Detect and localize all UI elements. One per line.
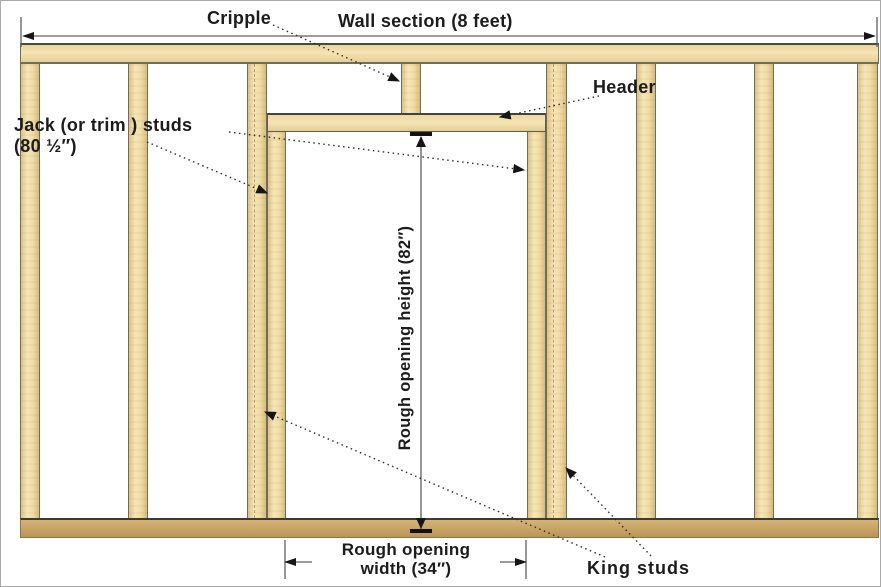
- king-stud-right: [546, 64, 567, 518]
- dimension-arrow-right: [864, 32, 876, 40]
- top-plate: [20, 43, 879, 64]
- rough-opening-height-label: Rough opening height (82″): [396, 225, 414, 451]
- wall-stud-left-end: [20, 64, 40, 518]
- wall-stud-right-end: [857, 64, 878, 518]
- jack-stud-right: [527, 132, 546, 518]
- wall-stud-2: [128, 64, 148, 518]
- header-beam: [267, 113, 546, 132]
- cripple-stud: [401, 64, 421, 113]
- jack-stud-left: [267, 132, 286, 518]
- wall-section-label: Wall section (8 feet): [338, 11, 513, 31]
- wall-stud-6: [754, 64, 774, 518]
- header-label: Header: [593, 77, 656, 97]
- dimension-arrow-right: [515, 558, 527, 566]
- rough-opening-width-label: Rough opening width (34″): [312, 540, 500, 578]
- jack-studs-label-line2: (80 ½″): [14, 136, 77, 156]
- dimension-arrow-left: [284, 558, 296, 566]
- jack-studs-label-line1: Jack (or trim ) studs: [14, 115, 193, 135]
- dimension-arrow-up: [416, 136, 426, 147]
- king-stud-left: [247, 64, 267, 518]
- jack-studs-label: Jack (or trim ) studs (80 ½″): [14, 115, 192, 157]
- rough-opening-width-label-line1: Rough opening: [341, 540, 471, 559]
- rough-opening-width-label-line2: width (34″): [360, 559, 452, 578]
- wall-stud-5: [636, 64, 656, 518]
- bottom-plate: [20, 518, 879, 538]
- king-studs-label: King studs: [587, 558, 690, 578]
- dimension-arrow-left: [22, 32, 34, 40]
- cripple-label: Cripple: [207, 8, 272, 28]
